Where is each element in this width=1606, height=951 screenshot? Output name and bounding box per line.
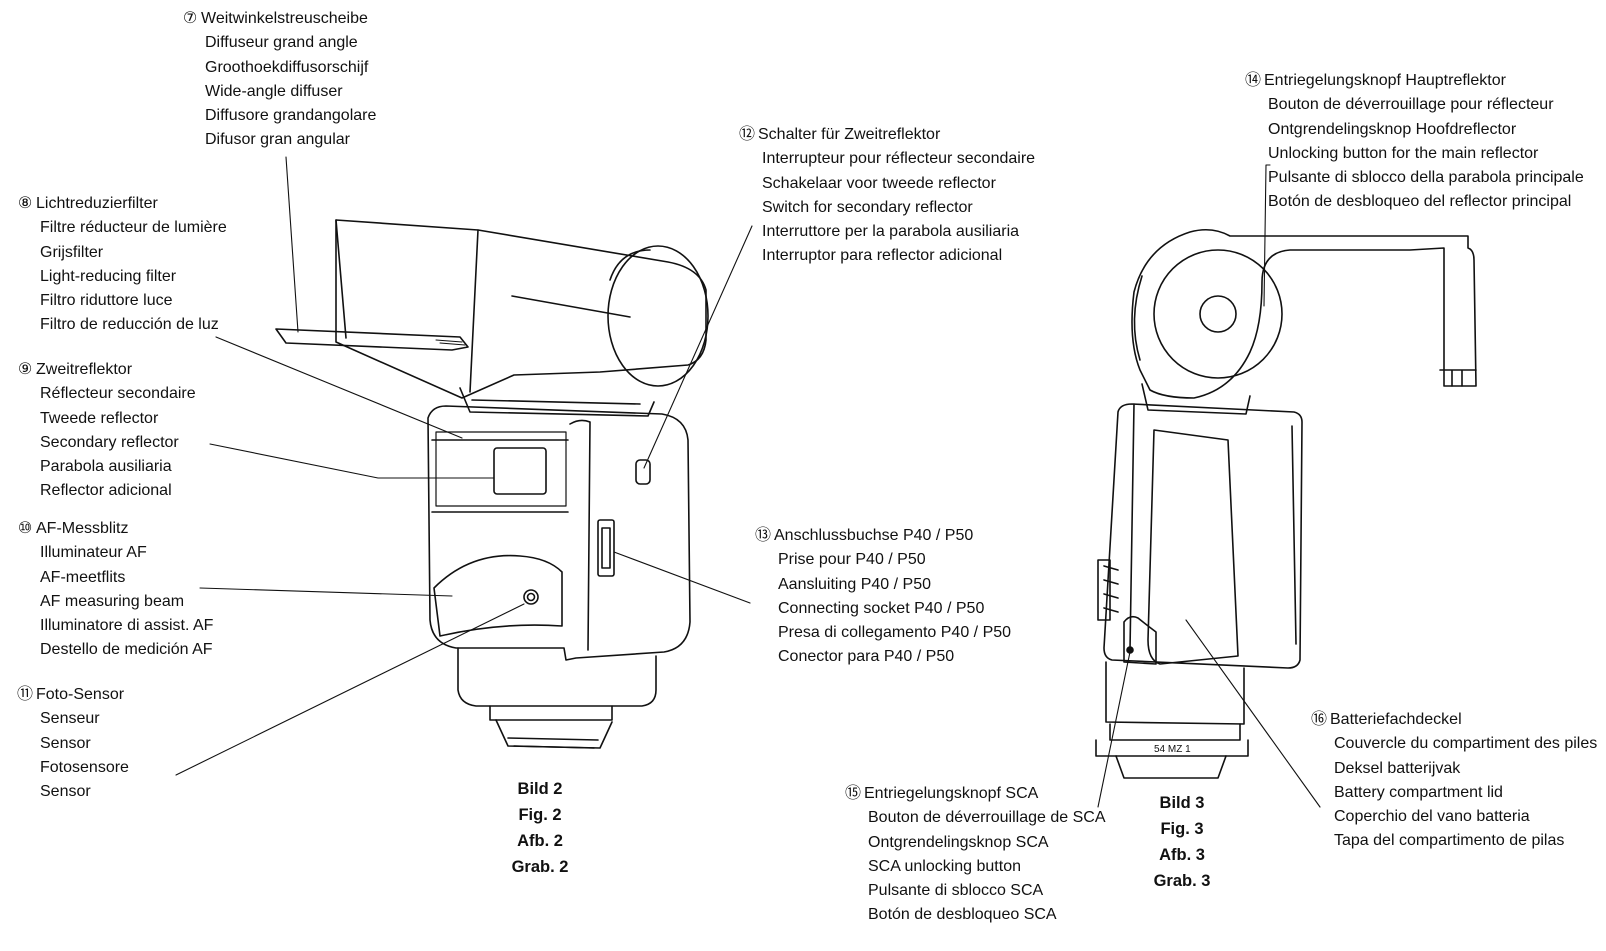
leader-14 [1263,164,1271,307]
leader-lines [175,156,1321,808]
figure-2-caption: Bild 2 Fig. 2 Afb. 2 Grab. 2 [511,780,569,876]
callout-number: ⑮ [844,785,861,802]
main-reflector-pivot [1153,249,1283,379]
secondary-reflector-switch [635,459,651,485]
leader-11 [175,603,525,776]
af-measuring-beam-window [433,554,563,637]
figure-3-caption: Bild 3 Fig. 3 Afb. 3 Grab. 3 [1153,794,1211,890]
leader-12 [643,225,753,469]
callout-number: ⑦ [182,10,198,27]
flash-body [427,405,691,661]
callout-number: ⑪ [16,686,33,703]
callout-number: ⑫ [738,126,755,143]
model-label: 54 MZ 1 [1154,744,1191,755]
sca-side-lock [1097,559,1111,621]
callout-number: ⑩ [17,520,33,537]
leader-7 [285,156,299,333]
main-reflector-cylinder [607,245,709,387]
leader-9 [209,443,495,479]
hot-shoe-side [1095,739,1249,757]
leader-8 [215,336,463,439]
flash-foot [457,647,657,707]
flash-head-side [1131,228,1477,399]
battery-compartment-lid [1123,615,1157,665]
secondary-reflector-window [493,447,547,495]
callout-number: ⑯ [1310,711,1327,728]
connecting-socket [597,519,615,577]
main-reflector-unlock-button [1199,295,1237,333]
hot-shoe [495,719,613,749]
flash-head [335,219,707,399]
callout-number: ⑧ [17,195,33,212]
leader-15 [1097,651,1131,808]
flash-front-view [275,219,709,749]
callout-number: ⑭ [1244,72,1261,89]
leader-13 [613,551,751,604]
wide-angle-diffuser [275,328,469,351]
callout-number: ⑬ [754,527,771,544]
photo-sensor [523,589,539,605]
leader-10 [199,587,453,597]
flash-body-side [1103,403,1303,669]
flash-side-view [1095,228,1477,779]
callout-number: ⑨ [17,361,33,378]
leader-16 [1185,619,1321,808]
